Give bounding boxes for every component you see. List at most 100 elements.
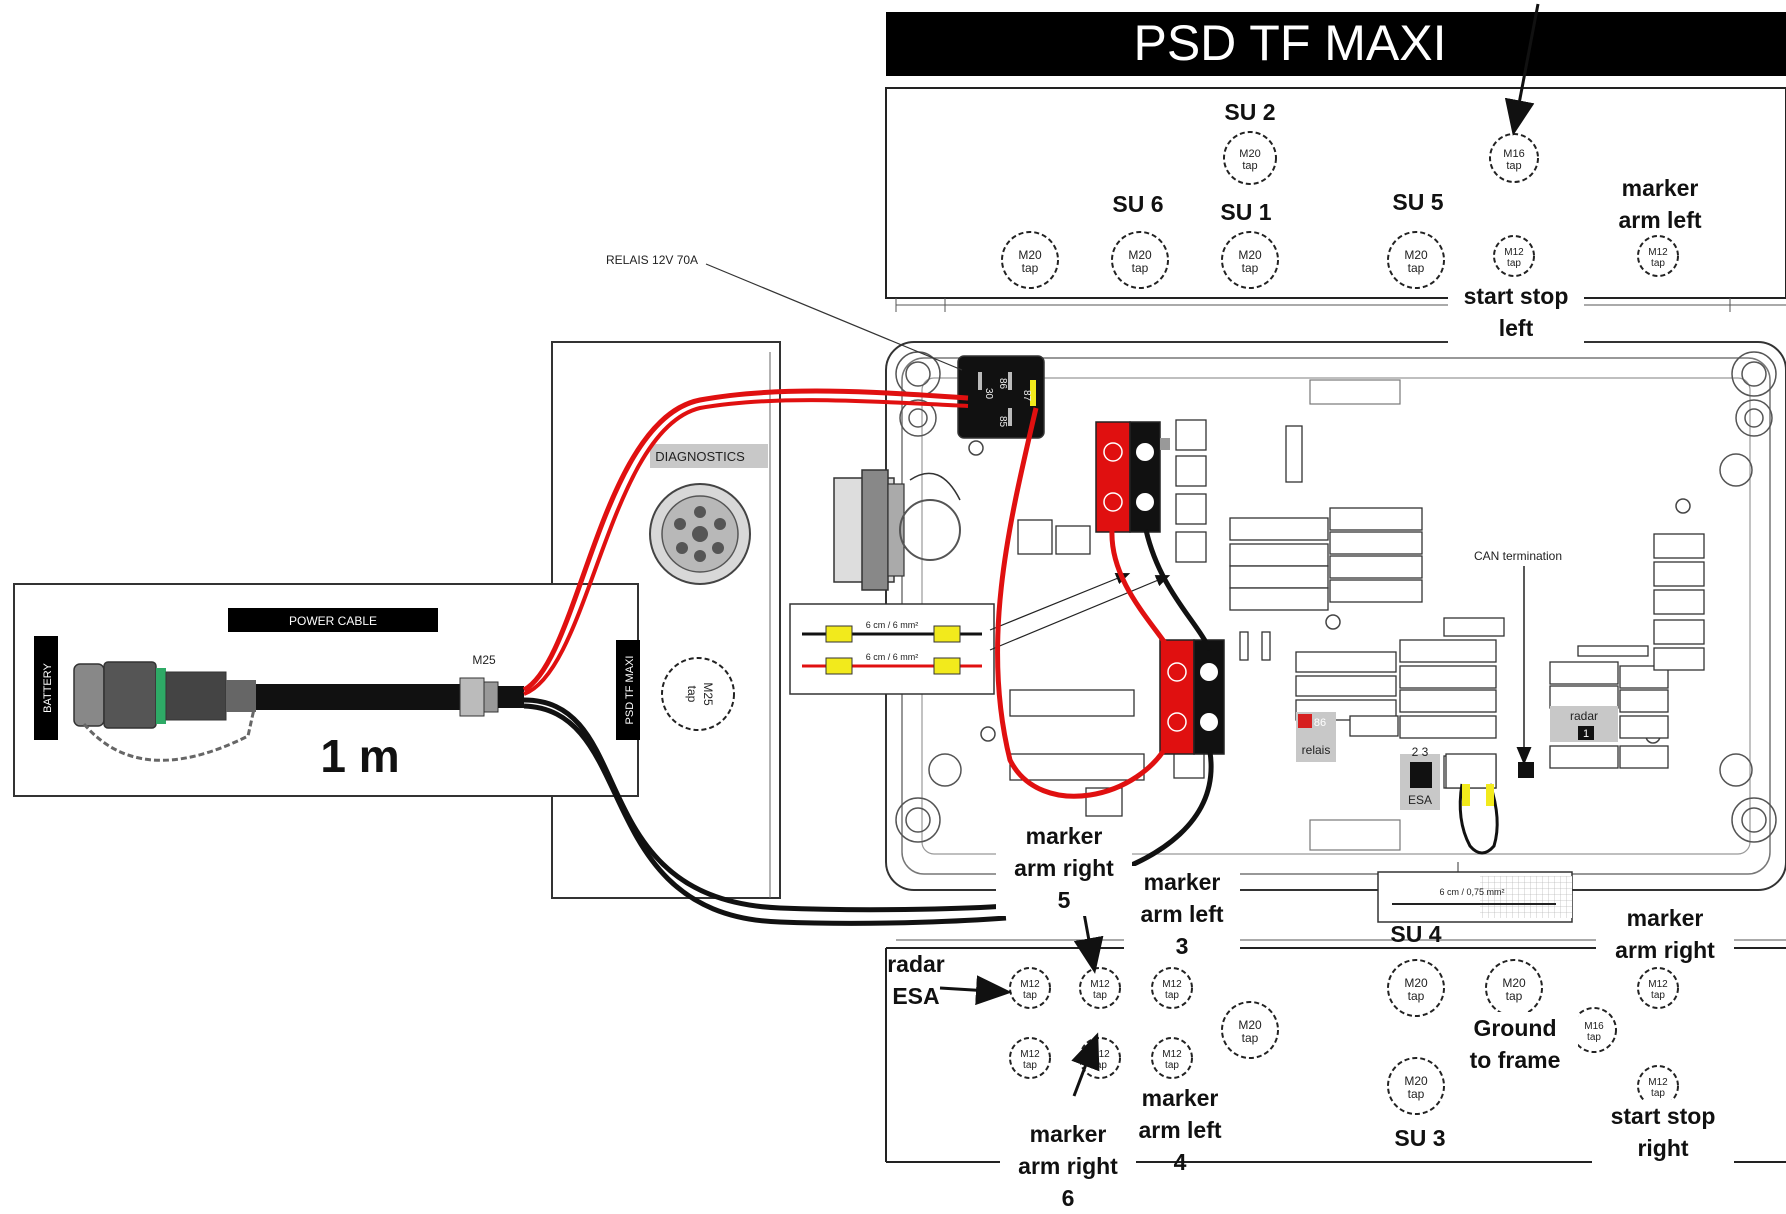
title-banner: PSD TF MAXI [886,12,1786,76]
diagnostics-connector: DIAGNOSTICS [649,444,768,585]
svg-text:6 cm / 0,75 mm²: 6 cm / 0,75 mm² [1439,887,1504,897]
svg-text:tap: tap [1587,1032,1601,1043]
svg-text:M20: M20 [1238,248,1262,262]
svg-text:tap: tap [1408,1087,1425,1101]
svg-text:M20: M20 [1239,148,1260,160]
svg-text:tap: tap [1506,989,1523,1003]
label-su5: SU 5 [1392,189,1444,215]
glands: M20tapM16tapM20tapM20tapM20tapM20tapM12t… [661,131,1679,1115]
svg-text:M16: M16 [1503,148,1524,160]
power-cable: POWER CABLE BATTERY PSD TF MAXI M25 1 m [34,608,640,782]
svg-text:M20: M20 [1128,248,1152,262]
relais-label: RELAIS 12V 70A [606,253,698,267]
svg-text:6 cm / 6 mm²: 6 cm / 6 mm² [866,620,919,630]
svg-text:M12: M12 [1648,1077,1668,1088]
svg-text:M20: M20 [1502,976,1526,990]
ground-wire-callout: 6 cm / 0,75 mm² [1377,783,1573,923]
svg-text:tap: tap [1022,261,1039,275]
label-su2: SU 2 [1224,99,1276,125]
svg-text:M25: M25 [472,653,496,667]
can-termination-label: CAN termination [1474,549,1562,563]
relay: 30 86 85 87 [957,355,1045,439]
svg-text:6 cm / 6 mm²: 6 cm / 6 mm² [866,652,919,662]
svg-text:86: 86 [997,378,1008,390]
svg-text:M20: M20 [1238,1018,1262,1032]
svg-text:M12: M12 [1162,1049,1182,1060]
label-su6: SU 6 [1112,191,1164,217]
title-text: PSD TF MAXI [1133,15,1446,71]
svg-text:tap: tap [1506,160,1521,172]
label-su4: SU 4 [1390,921,1442,947]
svg-text:POWER CABLE: POWER CABLE [289,614,377,628]
svg-text:M12: M12 [1648,979,1668,990]
svg-text:M12: M12 [1020,979,1040,990]
svg-text:86: 86 [1314,717,1326,729]
svg-text:BATTERY: BATTERY [42,662,54,712]
power-bars [1095,421,1225,755]
svg-text:ESA: ESA [1408,793,1432,807]
svg-text:tap: tap [1651,258,1665,269]
svg-text:relais: relais [1302,743,1331,757]
svg-text:radar: radar [1570,709,1598,723]
m25-gland-side [833,469,961,591]
svg-text:M20: M20 [1404,976,1428,990]
relais-leader [705,263,963,371]
svg-text:DIAGNOSTICS: DIAGNOSTICS [655,449,745,464]
svg-text:tap: tap [1165,990,1179,1001]
svg-text:tap: tap [1242,261,1259,275]
svg-text:tap: tap [1093,1060,1107,1071]
terminal-blocks [1009,419,1705,817]
svg-text:85: 85 [997,416,1008,428]
svg-text:30: 30 [983,388,994,400]
svg-text:M20: M20 [1018,248,1042,262]
svg-text:M12: M12 [1504,247,1524,258]
svg-text:M12: M12 [1648,247,1668,258]
svg-text:1: 1 [1583,728,1589,740]
label-su1: SU 1 [1220,199,1272,225]
svg-text:2 3: 2 3 [1412,745,1429,759]
svg-text:tap: tap [1408,261,1425,275]
svg-text:tap: tap [1165,1060,1179,1071]
svg-text:tap: tap [1507,258,1521,269]
svg-text:tap: tap [1408,989,1425,1003]
svg-text:M20: M20 [1404,248,1428,262]
svg-text:tap: tap [1132,261,1149,275]
svg-text:tap: tap [1093,990,1107,1001]
svg-text:tap: tap [1023,990,1037,1001]
svg-text:M20: M20 [1404,1074,1428,1088]
label-su3: SU 3 [1374,1122,1466,1154]
svg-text:tap: tap [1651,1088,1665,1099]
wire-callout: 6 cm / 6 mm² 6 cm / 6 mm² [789,572,1171,695]
svg-text:tap: tap [685,686,699,703]
